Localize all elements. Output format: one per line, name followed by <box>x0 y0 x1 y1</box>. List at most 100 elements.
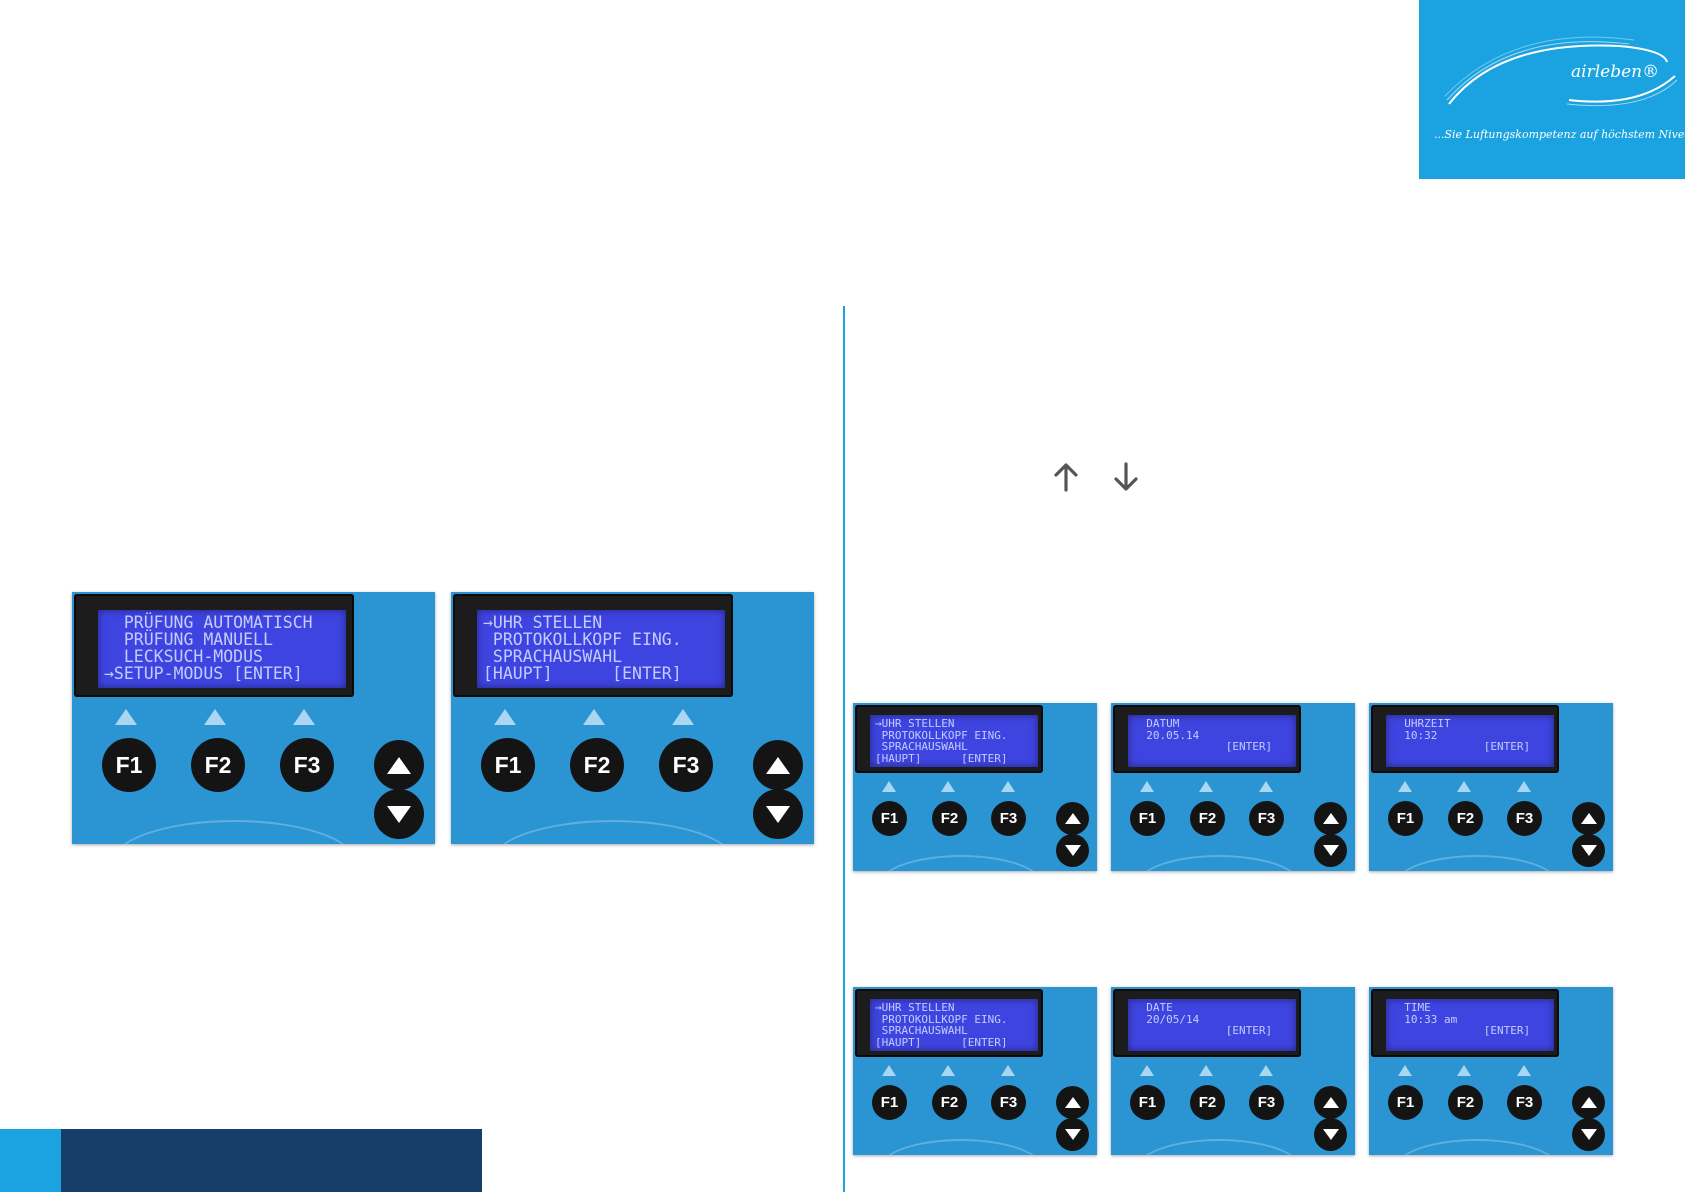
arrow-up-icon <box>1054 463 1078 492</box>
nav-down-button[interactable] <box>374 789 424 839</box>
function-key-f3[interactable]: F3 <box>280 738 334 792</box>
panel-swirl-decoration <box>1395 1139 1559 1155</box>
lcd-line: TIME <box>1391 1001 1431 1014</box>
panel-swirl-decoration <box>1137 855 1301 871</box>
function-key-f3[interactable]: F3 <box>991 801 1026 836</box>
function-key-f2[interactable]: F2 <box>932 801 967 836</box>
nav-down-button[interactable] <box>1572 1118 1605 1151</box>
panel-swirl-decoration <box>879 1139 1043 1155</box>
function-key-indicator <box>1199 781 1213 792</box>
lcd-frame: →UHR STELLEN PROTOKOLLKOPF EING. SPRACHA… <box>855 989 1043 1057</box>
function-key-indicator <box>1517 781 1531 792</box>
lcd-line: LECKSUCH-MODUS <box>104 647 263 666</box>
lcd-line: PROTOKOLLKOPF EING. <box>875 1012 1008 1026</box>
lcd-line: [HAUPT] [ENTER] <box>875 751 1008 765</box>
function-key-f2[interactable]: F2 <box>932 1085 967 1120</box>
triangle-down-icon <box>1064 845 1081 856</box>
lcd-line: DATE <box>1133 1001 1173 1014</box>
lcd-display: →UHR STELLEN PROTOKOLLKOPF EING. SPRACHA… <box>870 715 1038 767</box>
triangle-up-icon <box>1322 1097 1339 1108</box>
brand-logo: airleben® ...Sie Luftungskompetenz auf h… <box>1419 0 1685 179</box>
lcd-line: →UHR STELLEN <box>875 717 955 730</box>
footer-accent-block <box>0 1129 61 1192</box>
function-key-f3[interactable]: F3 <box>1507 801 1542 836</box>
triangle-down-icon <box>387 805 411 823</box>
nav-down-button[interactable] <box>1056 1118 1089 1151</box>
function-key-indicator <box>1001 781 1015 792</box>
column-divider <box>843 306 845 1192</box>
function-key-indicator <box>494 709 516 725</box>
function-key-f3[interactable]: F3 <box>1507 1085 1542 1120</box>
lcd-frame: TIME 10:33 am [ENTER] <box>1371 989 1559 1057</box>
device-panel-en-menu: →UHR STELLEN PROTOKOLLKOPF EING. SPRACHA… <box>853 987 1097 1155</box>
lcd-line: 10:32 <box>1391 728 1438 742</box>
device-panel-setup-menu: PRÜFUNG AUTOMATISCH PRÜFUNG MANUELL LECK… <box>72 592 435 844</box>
function-key-f3[interactable]: F3 <box>1249 1085 1284 1120</box>
triangle-down-icon <box>1322 1129 1339 1140</box>
device-panel-setup-submenu: →UHR STELLEN PROTOKOLLKOPF EING. SPRACHA… <box>451 592 814 844</box>
triangle-down-icon <box>1580 1129 1597 1140</box>
triangle-up-icon <box>766 756 790 774</box>
function-key-f2[interactable]: F2 <box>570 738 624 792</box>
function-key-f2[interactable]: F2 <box>1190 1085 1225 1120</box>
function-key-indicator <box>882 1065 896 1076</box>
panel-swirl-decoration <box>491 820 735 844</box>
function-key-f2[interactable]: F2 <box>191 738 245 792</box>
function-key-f1[interactable]: F1 <box>481 738 535 792</box>
nav-up-button[interactable] <box>1572 1086 1605 1119</box>
panel-swirl-decoration <box>112 820 356 844</box>
nav-down-button[interactable] <box>1314 1118 1347 1151</box>
function-key-indicator <box>1457 1065 1471 1076</box>
lcd-line: PRÜFUNG MANUELL <box>104 630 273 649</box>
function-key-f1[interactable]: F1 <box>1388 801 1423 836</box>
function-key-indicator <box>941 781 955 792</box>
function-key-f1[interactable]: F1 <box>1130 801 1165 836</box>
lcd-line: [HAUPT] [ENTER] <box>483 664 682 683</box>
function-key-f1[interactable]: F1 <box>102 738 156 792</box>
nav-down-button[interactable] <box>1314 834 1347 867</box>
function-key-f1[interactable]: F1 <box>872 1085 907 1120</box>
lcd-line: →SETUP-MODUS [ENTER] <box>104 664 303 683</box>
device-panel-de-menu: →UHR STELLEN PROTOKOLLKOPF EING. SPRACHA… <box>853 703 1097 871</box>
function-key-f1[interactable]: F1 <box>1388 1085 1423 1120</box>
lcd-line: UHRZEIT <box>1391 717 1451 730</box>
lcd-display: PRÜFUNG AUTOMATISCH PRÜFUNG MANUELL LECK… <box>98 610 346 688</box>
function-key-f3[interactable]: F3 <box>991 1085 1026 1120</box>
lcd-line: →UHR STELLEN <box>875 1001 955 1014</box>
nav-up-button[interactable] <box>374 740 424 790</box>
function-key-f2[interactable]: F2 <box>1448 1085 1483 1120</box>
nav-up-button[interactable] <box>1572 802 1605 835</box>
function-key-f2[interactable]: F2 <box>1448 801 1483 836</box>
nav-down-button[interactable] <box>1572 834 1605 867</box>
function-key-f3[interactable]: F3 <box>659 738 713 792</box>
nav-up-button[interactable] <box>1056 802 1089 835</box>
logo-swoosh-icon <box>1444 36 1678 107</box>
function-key-f2[interactable]: F2 <box>1190 801 1225 836</box>
lcd-display: →UHR STELLEN PROTOKOLLKOPF EING. SPRACHA… <box>477 610 725 688</box>
nav-up-button[interactable] <box>753 740 803 790</box>
function-key-f1[interactable]: F1 <box>872 801 907 836</box>
triangle-up-icon <box>1580 813 1597 824</box>
lcd-line: PROTOKOLLKOPF EING. <box>483 630 682 649</box>
panel-swirl-decoration <box>1137 1139 1301 1155</box>
lcd-display: TIME 10:33 am [ENTER] <box>1386 999 1554 1051</box>
nav-down-button[interactable] <box>1056 834 1089 867</box>
lcd-display: →UHR STELLEN PROTOKOLLKOPF EING. SPRACHA… <box>870 999 1038 1051</box>
function-key-indicator <box>941 1065 955 1076</box>
triangle-down-icon <box>1322 845 1339 856</box>
function-key-indicator <box>115 709 137 725</box>
nav-down-button[interactable] <box>753 789 803 839</box>
lcd-line: SPRACHAUSWAHL <box>875 740 968 753</box>
triangle-up-icon <box>1322 813 1339 824</box>
nav-up-button[interactable] <box>1314 802 1347 835</box>
nav-up-button[interactable] <box>1314 1086 1347 1119</box>
nav-up-button[interactable] <box>1056 1086 1089 1119</box>
function-key-indicator <box>672 709 694 725</box>
lcd-line: 10:33 am <box>1391 1012 1458 1026</box>
function-key-f1[interactable]: F1 <box>1130 1085 1165 1120</box>
lcd-line: DATUM <box>1133 717 1180 730</box>
function-key-f3[interactable]: F3 <box>1249 801 1284 836</box>
function-key-indicator <box>1398 1065 1412 1076</box>
